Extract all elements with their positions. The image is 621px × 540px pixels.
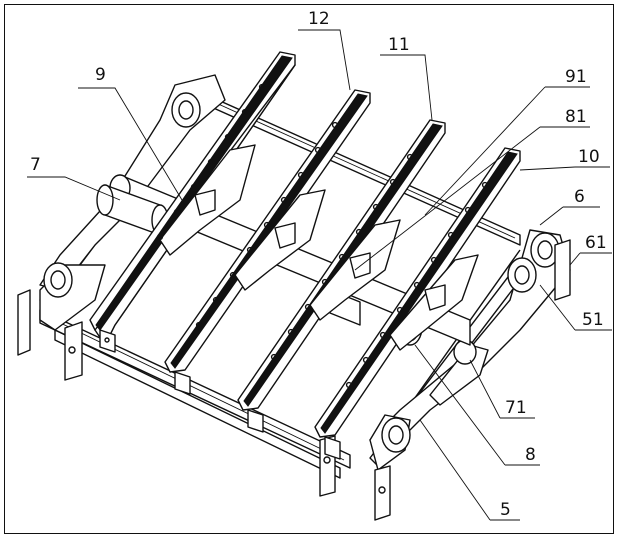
conveyor-plate-3: [237, 119, 446, 433]
label-51: 51: [582, 310, 604, 330]
label-7: 7: [30, 155, 41, 175]
label-71: 71: [505, 398, 527, 418]
label-12: 12: [308, 9, 330, 29]
label-61: 61: [585, 233, 607, 253]
label-8: 8: [525, 445, 536, 465]
label-6: 6: [574, 187, 585, 207]
conveyor-plate-2: [164, 89, 371, 395]
drawing-border: [4, 4, 614, 534]
conveyor-plate-4: [314, 147, 521, 460]
base-frame: [39, 84, 549, 479]
label-5: 5: [500, 500, 511, 520]
conveyor-plates: [89, 51, 521, 460]
conveyor-plate-1: [89, 51, 296, 353]
label-91: 91: [565, 67, 587, 87]
right-swing-arm: [319, 229, 571, 521]
leader-lines: [27, 29, 612, 521]
label-81: 81: [565, 107, 587, 127]
label-9: 9: [95, 65, 106, 85]
label-10: 10: [578, 147, 600, 167]
label-11: 11: [388, 35, 410, 55]
callout-labels: 12 11 9 91 81 10 7 6 61 51 71 8 5: [30, 9, 607, 520]
